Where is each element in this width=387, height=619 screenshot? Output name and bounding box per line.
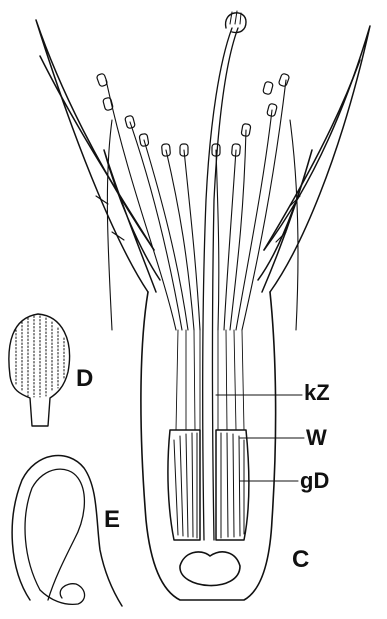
anther-sacs: [168, 430, 249, 540]
panel-d-detail: [9, 314, 70, 426]
anther-tips: [96, 73, 290, 156]
d-head-outline: [9, 314, 70, 426]
panel-label-d: D: [76, 367, 93, 391]
lobe-marks: [96, 196, 300, 242]
ovary-chamber: [180, 552, 240, 586]
corolla-lobes: [36, 20, 370, 292]
filament-column: [176, 330, 244, 430]
e-base: [40, 584, 85, 605]
panel-c-floret-section: [36, 11, 370, 600]
d-stipple: [16, 316, 64, 397]
panel-label-c: C: [292, 548, 309, 572]
callout-w: W: [306, 427, 327, 449]
stamen-filaments: [106, 80, 298, 330]
callout-kz: kZ: [304, 382, 330, 404]
callout-gd: gD: [300, 470, 329, 492]
leader-lines: [216, 395, 304, 481]
e-inner: [25, 469, 84, 600]
panel-label-e: E: [104, 508, 120, 532]
